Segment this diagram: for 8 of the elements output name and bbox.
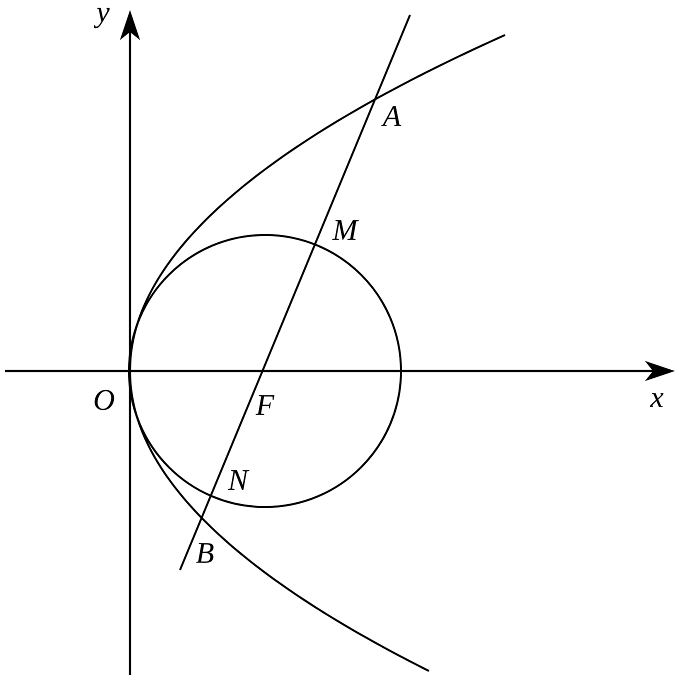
axis-label: y: [94, 8, 110, 28]
point-label: M: [332, 220, 359, 240]
point-label: O: [94, 390, 114, 410]
point-label: A: [381, 106, 402, 126]
point-label: B: [196, 543, 214, 563]
point-label: N: [228, 470, 250, 490]
point-label: F: [256, 395, 274, 415]
axis-label: x: [650, 393, 664, 407]
